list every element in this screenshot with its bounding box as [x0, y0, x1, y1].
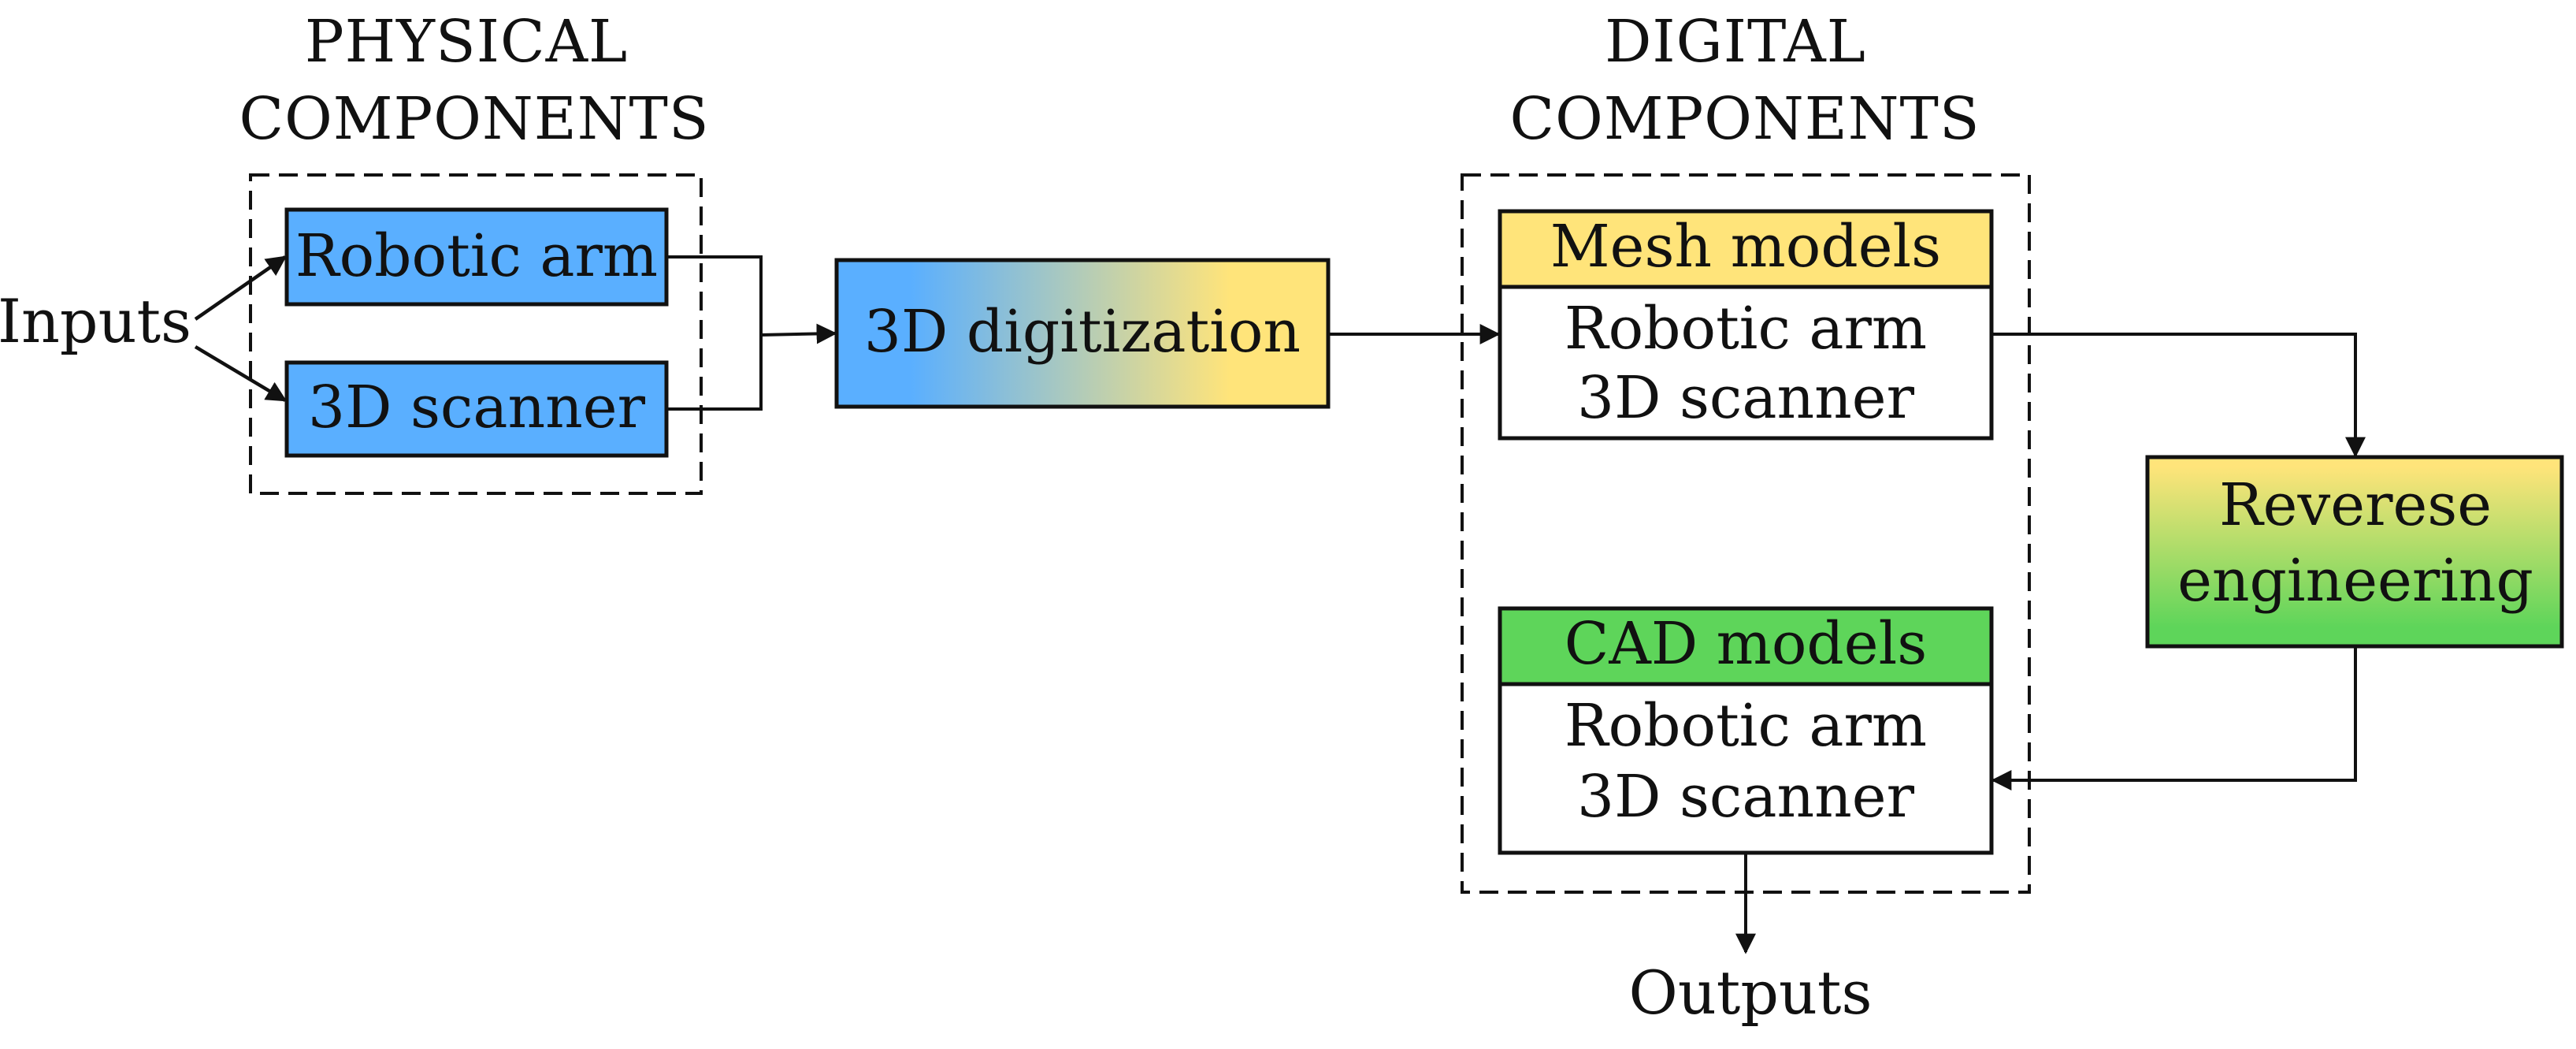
robotic-arm-label: Robotic arm	[295, 222, 658, 290]
input-arrow-scanner	[194, 345, 288, 402]
digitization-label: 3D digitization	[864, 298, 1301, 366]
digital-title-line1: DIGITAL	[1605, 8, 1866, 76]
cad-models-robotic-arm: Robotic arm	[1565, 692, 1927, 760]
physical-title-line1: PHYSICAL	[305, 8, 628, 76]
mesh-models-body-box	[1498, 285, 1994, 441]
cad-models-body-box	[1498, 682, 1994, 855]
mesh-models-robotic-arm: Robotic arm	[1565, 295, 1927, 363]
arrow-to-reverse-engineering	[1991, 333, 2366, 458]
input-arrow-robotic-arm	[194, 255, 288, 321]
mesh-models-header: Mesh models	[1550, 213, 1941, 281]
merge-connector	[666, 255, 763, 411]
physical-title-line2: COMPONENTS	[239, 85, 709, 153]
mesh-models-scanner: 3D scanner	[1577, 364, 1915, 432]
reverse-engineering-line1: Reverese	[2219, 471, 2492, 539]
inputs-label: Inputs	[0, 286, 191, 356]
scanner-label: 3D scanner	[308, 374, 646, 441]
cad-models-header-box	[1498, 606, 1994, 686]
cad-models-header: CAD models	[1565, 610, 1927, 678]
digitization-box	[834, 258, 1331, 409]
reverse-engineering-line2: engineering	[2177, 547, 2533, 615]
digital-title-line2: COMPONENTS	[1509, 85, 1980, 153]
outputs-label: Outputs	[1629, 958, 1873, 1028]
arrow-to-digitization	[760, 323, 837, 344]
arrow-to-cad-models	[1991, 646, 2357, 790]
physical-components-group	[249, 173, 703, 495]
cad-models-scanner: 3D scanner	[1577, 763, 1915, 831]
scanner-box	[284, 360, 669, 458]
